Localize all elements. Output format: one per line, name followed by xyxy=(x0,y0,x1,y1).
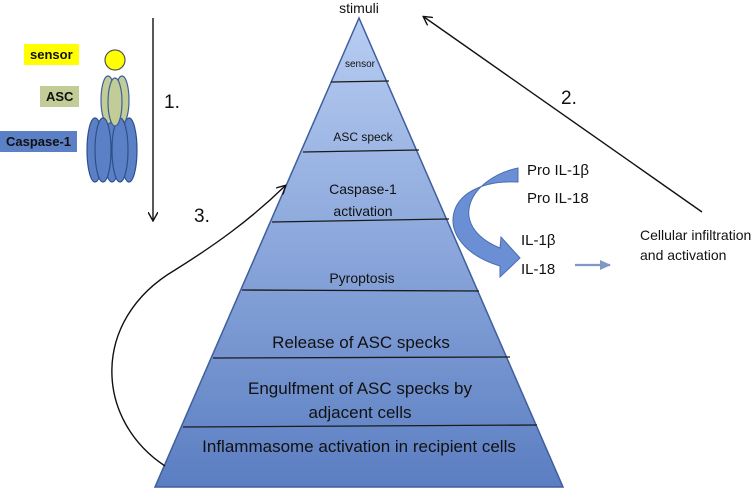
stimuli-label: stimuli xyxy=(339,0,379,16)
step-3-arrow xyxy=(111,186,285,467)
pyramid-dividers xyxy=(182,80,538,428)
legend-caspase-1: Caspase-1 xyxy=(0,131,78,152)
pro-il18-label: Pro IL-18 xyxy=(527,190,589,207)
pyramid xyxy=(153,16,565,488)
inflammasome-complex-icon xyxy=(86,49,138,183)
level-caspase-activation-label: Caspase-1 activation xyxy=(329,181,397,219)
level-engulfment-label: Engulfment of ASC specks by adjacent cel… xyxy=(248,379,472,422)
step-2-label: 2. xyxy=(561,88,577,109)
il18-label: IL-18 xyxy=(521,261,556,278)
sensor-subunit xyxy=(104,49,126,71)
level-sensor-label: sensor xyxy=(344,59,376,70)
cytokine-conversion-arrow xyxy=(452,167,521,279)
step-1-label: 1. xyxy=(164,92,180,113)
pro-il1b-label: Pro IL-1β xyxy=(527,162,589,179)
step-3-label: 3. xyxy=(194,206,210,227)
caspase-1-subunit xyxy=(111,117,129,183)
step-2-arrow xyxy=(424,17,703,213)
il1b-label: IL-1β xyxy=(521,232,556,249)
level-pyroptosis-label: Pyroptosis xyxy=(329,270,395,286)
cellular-infiltration-label: Cellular infiltration and activation xyxy=(640,227,752,263)
legend-sensor: sensor xyxy=(24,44,79,65)
asc-subunit xyxy=(107,77,123,127)
legend-asc: ASC xyxy=(40,86,80,107)
caspase-1-subunit xyxy=(94,117,112,183)
level-asc-speck-label: ASC speck xyxy=(333,130,393,144)
level-release-label: Release of ASC specks xyxy=(272,333,450,352)
level-inflammasome-label: Inflammasome activation in recipient cel… xyxy=(202,437,516,456)
